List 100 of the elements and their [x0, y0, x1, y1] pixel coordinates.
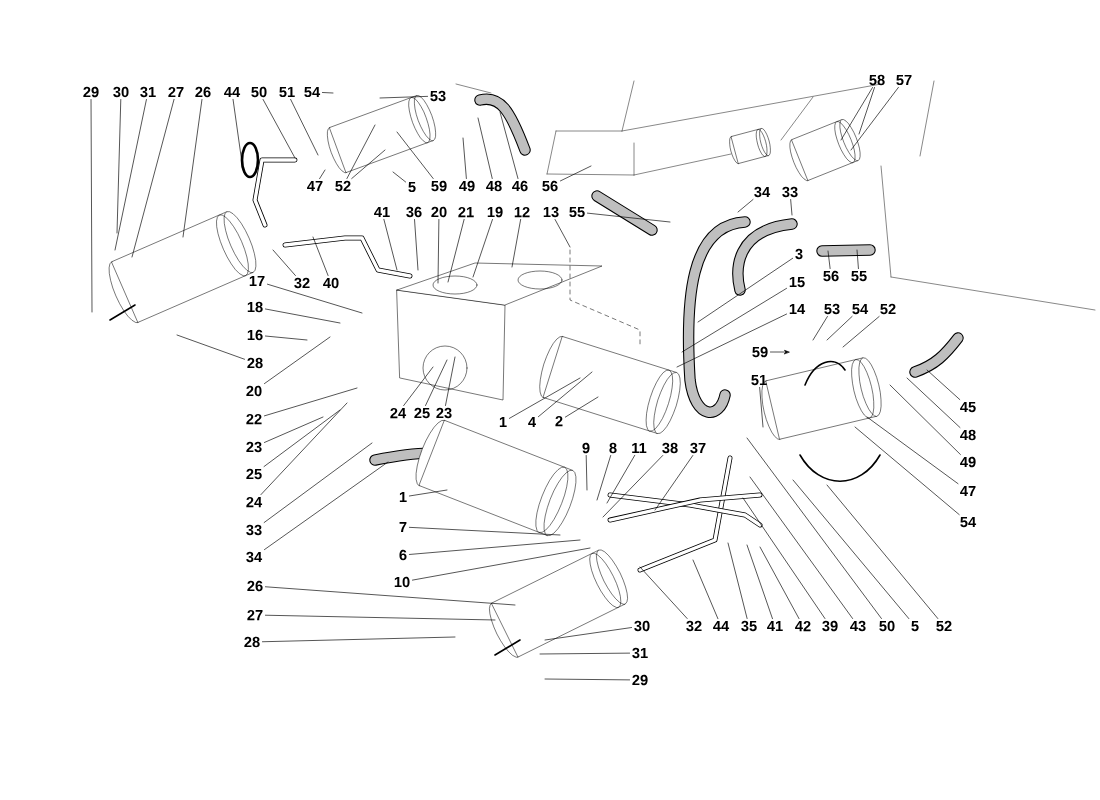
- callout-number: 20: [431, 206, 447, 218]
- callout-number: 58: [869, 74, 885, 86]
- leader-line: [560, 165, 592, 182]
- callout-number: 49: [960, 456, 976, 468]
- leader-line: [290, 99, 319, 156]
- leader-line: [263, 409, 341, 467]
- leader-line: [232, 98, 244, 171]
- leader-line: [866, 416, 959, 485]
- callout-number: 26: [195, 86, 211, 98]
- leader-line: [770, 349, 790, 355]
- callout-number: 34: [246, 551, 263, 563]
- leader-line: [759, 546, 800, 619]
- callout-number: 25: [414, 407, 430, 419]
- leader-line: [131, 99, 175, 258]
- leader-line: [587, 212, 671, 223]
- callout-number: 59: [431, 180, 447, 192]
- leader-line: [319, 169, 326, 180]
- callout-number: 47: [307, 180, 323, 192]
- leader-line: [447, 219, 465, 283]
- leader-line: [790, 199, 793, 216]
- callout-number: 53: [430, 90, 446, 102]
- callout-number: 32: [686, 620, 702, 632]
- callout-number: 30: [634, 620, 650, 632]
- leader-line: [565, 396, 599, 418]
- callout-number: 1: [499, 416, 507, 428]
- leader-line: [264, 461, 389, 550]
- leader-line: [856, 249, 859, 269]
- callout-number: 29: [83, 86, 99, 98]
- callout-number: 39: [822, 620, 838, 632]
- callout-number: 44: [713, 621, 730, 632]
- leader-line: [182, 99, 203, 238]
- callout-number: 41: [767, 621, 783, 632]
- leader-line: [544, 678, 630, 681]
- callout-number: 24: [246, 496, 263, 508]
- callout-number: 19: [487, 206, 503, 218]
- leader-line: [116, 99, 122, 234]
- leader-line: [265, 614, 496, 621]
- callout-number: 59: [752, 346, 768, 358]
- leader-line: [437, 219, 440, 284]
- callout-number: 1: [399, 491, 407, 503]
- callout-number: 30: [113, 86, 129, 98]
- leader-line: [858, 87, 875, 135]
- callout-number: 34: [754, 186, 771, 198]
- leader-line: [472, 219, 493, 278]
- leader-line: [499, 111, 519, 179]
- callout-number: 31: [632, 647, 648, 659]
- leader-line: [746, 544, 773, 620]
- leader-line: [759, 387, 764, 428]
- callout-number: 48: [486, 180, 502, 192]
- leader-line: [346, 124, 376, 179]
- callout-number: 23: [246, 441, 262, 453]
- callout-number: 56: [823, 270, 839, 282]
- callout-number: 54: [960, 516, 977, 528]
- leader-line: [264, 387, 358, 417]
- leader-line: [267, 283, 363, 314]
- leader-line: [379, 96, 428, 99]
- callout-number: 6: [399, 549, 407, 561]
- leader-line: [792, 479, 910, 619]
- callout-number: 46: [512, 180, 528, 192]
- leader-line: [511, 219, 521, 268]
- leader-line: [727, 542, 748, 619]
- leader-line: [425, 359, 448, 406]
- leader-line: [840, 87, 873, 141]
- callout-number: 42: [795, 620, 811, 632]
- callout-number: 54: [852, 303, 869, 315]
- leader-line: [842, 316, 880, 348]
- callout-number: 54: [304, 86, 321, 98]
- callout-number: 12: [514, 206, 530, 218]
- leader-line: [538, 371, 593, 418]
- callout-number: 15: [789, 276, 805, 288]
- callout-number: 37: [690, 442, 706, 454]
- callout-number: 2: [555, 415, 563, 427]
- callout-number: 48: [960, 429, 976, 441]
- callout-number: 28: [247, 357, 263, 369]
- callout-number: 55: [569, 206, 585, 218]
- leader-line: [850, 87, 899, 151]
- leader-line: [260, 402, 348, 495]
- callout-number: 26: [247, 580, 263, 592]
- leader-line: [272, 249, 296, 276]
- callout-number: 25: [246, 468, 262, 480]
- callout-number: 50: [879, 620, 895, 632]
- callout-number: 7: [399, 521, 407, 533]
- leader-line: [114, 99, 147, 251]
- leader-line: [322, 92, 334, 94]
- callout-number: 57: [896, 74, 912, 86]
- callout-number: 5: [408, 181, 416, 193]
- leader-line: [312, 236, 329, 276]
- leader-line: [265, 586, 516, 606]
- leader-line: [409, 527, 561, 536]
- callout-number: 52: [335, 180, 351, 192]
- leader-line: [889, 384, 961, 455]
- callout-number: 24: [390, 407, 407, 419]
- leader-line: [414, 219, 419, 271]
- leader-line: [264, 336, 331, 384]
- leader-line: [392, 171, 406, 183]
- callout-number: 8: [609, 442, 617, 454]
- callout-number: 11: [632, 442, 647, 454]
- callout-number: 45: [960, 401, 976, 413]
- callout-number: 9: [582, 442, 590, 454]
- leader-line: [749, 476, 853, 619]
